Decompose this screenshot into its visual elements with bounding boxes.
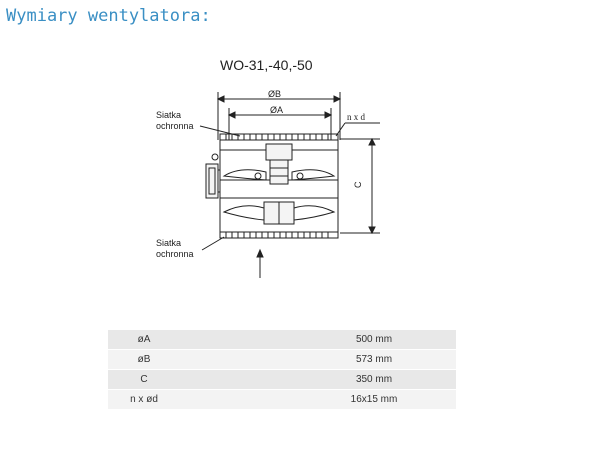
- label-height-c: C: [353, 181, 363, 188]
- dimension-value: 16x15 mm: [180, 389, 456, 410]
- dimension-value: 500 mm: [180, 330, 456, 350]
- dimension-b: [216, 92, 342, 140]
- table-row: C 350 mm: [108, 369, 456, 390]
- screen-top-label-line2: ochronna: [156, 121, 194, 131]
- dimension-key: n x ød: [108, 389, 180, 410]
- dimension-value: 573 mm: [180, 349, 456, 370]
- screen-bottom-label-line1: Siatka: [156, 238, 181, 248]
- label-diameter-b: ØB: [268, 89, 281, 99]
- lower-impeller: [222, 201, 336, 225]
- dimension-key: øB: [108, 349, 180, 370]
- fan-dimension-drawing: WO-31,-40,-50 ØB ØA n x d C: [156, 57, 380, 278]
- label-diameter-a: ØA: [270, 105, 283, 115]
- table-row: øB 573 mm: [108, 349, 456, 370]
- junction-box: [205, 153, 220, 199]
- dimension-key: øA: [108, 330, 180, 350]
- screen-top-label-line1: Siatka: [156, 110, 181, 120]
- bottom-protective-screen: [219, 231, 339, 239]
- dimension-c: [340, 137, 380, 235]
- screen-bottom-leader: [201, 236, 225, 251]
- dimension-value: 350 mm: [180, 369, 456, 390]
- n-x-d-leader: [335, 122, 380, 137]
- fan-motor: [265, 143, 293, 185]
- table-row: n x ød 16x15 mm: [108, 389, 456, 410]
- dimensions-table: øA 500 mm øB 573 mm C 350 mm n x ød 16x1…: [108, 330, 456, 410]
- dimension-key: C: [108, 369, 180, 390]
- label-n-x-d: n x d: [347, 112, 366, 122]
- dimension-a: [227, 108, 333, 140]
- page-heading: Wymiary wentylatora:: [6, 6, 211, 26]
- airflow-arrow: [256, 248, 264, 278]
- top-protective-screen: [219, 133, 339, 141]
- screen-bottom-label-line2: ochronna: [156, 249, 194, 259]
- table-row: øA 500 mm: [108, 330, 456, 350]
- screen-top-leader: [199, 125, 241, 137]
- model-title: WO-31,-40,-50: [220, 57, 313, 73]
- upper-blades: [222, 169, 336, 181]
